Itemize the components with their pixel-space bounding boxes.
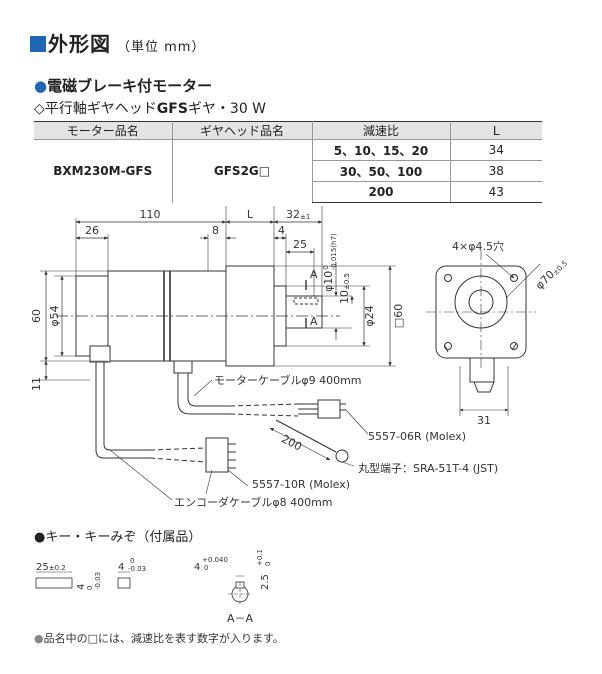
spec-table: モーター品名 ギヤヘッド品名 減速比 L BXM230M-GFS GFS2G□ …	[34, 121, 542, 203]
key-end-view	[117, 577, 131, 589]
table-row: 200 43	[34, 181, 542, 203]
unit-label: （単位 mm）	[117, 40, 206, 55]
dim-25: 25	[293, 238, 307, 251]
table-header-row: モーター品名 ギヤヘッド品名 減速比 L	[34, 121, 542, 140]
dim-4: 4	[278, 224, 285, 237]
gearhead-line: ◇平行軸ギヤヘッドGFSギヤ・30 W	[34, 101, 267, 117]
pcd-label: φ70±0.5	[533, 256, 569, 292]
footnote: ●品名中の□には、減速比を表す数字が入ります。	[34, 632, 284, 645]
motor-cable-gland	[173, 360, 193, 374]
key-height-tol-up: 0	[86, 586, 94, 590]
section-A-bottom: A	[310, 315, 318, 328]
cell-ratio: 200	[311, 181, 450, 203]
output-shaft	[285, 295, 323, 329]
dim-31: 31	[477, 414, 491, 427]
dim-phi54: φ54	[48, 305, 61, 326]
dim-26: 26	[85, 224, 99, 237]
connector-5557-06R	[317, 399, 341, 419]
key-length: 25±0.2	[36, 562, 66, 573]
dim-phi24: φ24	[363, 305, 376, 326]
key-height-tol-dn: -0.03	[94, 572, 102, 590]
blue-square-icon	[30, 36, 46, 52]
dim-10: 10±0.5	[338, 273, 351, 304]
dim-sq60: □60	[392, 304, 405, 328]
dim-32: 32±1	[286, 208, 310, 221]
connector1-label: 5557-06R (Molex)	[368, 430, 466, 443]
dim-shaft-dia: φ100-0.015(h7)	[322, 233, 338, 292]
dim-8: 8	[212, 224, 219, 237]
slot-depth-tol-up: +0.1	[256, 549, 264, 566]
connector2-label: 5557-10R (Molex)	[252, 478, 350, 491]
th-L: L	[449, 121, 542, 140]
encoder-cable-label: エンコーダケーブルφ8 400mm	[174, 495, 333, 509]
connector-5557-10R	[205, 437, 229, 473]
footnote-bullet: ●	[34, 632, 44, 645]
key-slot	[293, 297, 319, 305]
slot-depth-tol-dn: 0	[264, 562, 272, 566]
section-A-top: A	[310, 268, 318, 281]
page-title: 外形図（単位 mm）	[30, 28, 205, 57]
key-width: 4	[118, 562, 124, 573]
bullet-icon: ●	[34, 77, 48, 95]
dim-L: L	[247, 208, 254, 221]
key-side-view	[35, 577, 73, 589]
terminal-label: 丸型端子：SRA-51T-4 (JST)	[358, 461, 498, 475]
front-cable-gland	[469, 357, 495, 383]
section-AA-label: A－A	[227, 612, 254, 625]
cell-ratio: 30、50、100	[311, 160, 450, 182]
motor-cable-label: モーターケーブルφ9 400mm	[214, 373, 362, 387]
dim-60: 60	[30, 309, 43, 323]
table-row: 30、50、100 38	[34, 160, 542, 182]
cell-L: 43	[449, 181, 542, 203]
dim-110: 110	[140, 208, 161, 221]
slot-width: 4	[194, 562, 200, 573]
th-ratio: 減速比	[311, 121, 450, 140]
cell-ratio: 5、10、15、20	[311, 139, 450, 161]
key-height: 4	[76, 584, 87, 590]
th-motor: モーター品名	[34, 121, 172, 140]
th-gearhead: ギヤヘッド品名	[171, 121, 312, 140]
key-section-title: ●キー・キーみぞ（付属品）	[34, 530, 202, 545]
slot-width-tol-dn: 0	[204, 564, 208, 572]
encoder-cable-gland	[89, 345, 111, 363]
cell-gearhead: GFS2G□	[171, 139, 312, 203]
section-subtitle: ●電磁ブレーキ付モーター	[34, 77, 213, 95]
slot-depth: 2.5	[260, 574, 271, 590]
cell-motor: BXM230M-GFS	[34, 139, 172, 203]
holes-label: 4×φ4.5穴	[452, 239, 504, 253]
key-width-tol-up: 0	[130, 557, 134, 565]
table-row: BXM230M-GFS GFS2G□ 5、10、15、20 34	[34, 139, 542, 203]
cell-L: 38	[449, 160, 542, 182]
key-width-tol-dn: -0.03	[128, 565, 146, 573]
dim-11: 11	[30, 377, 43, 391]
slot-width-tol-up: +0.040	[202, 556, 228, 564]
cell-L: 34	[449, 139, 542, 161]
dim-200: 200	[279, 432, 304, 453]
ring-terminal	[335, 449, 349, 463]
